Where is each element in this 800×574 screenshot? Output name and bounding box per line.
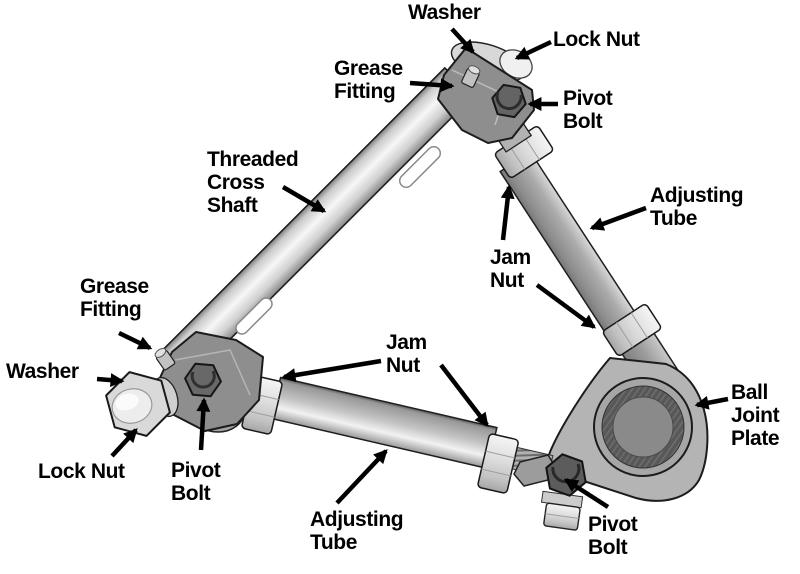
arrow-to-pivot-bolt-left bbox=[196, 397, 211, 451]
grease-fitting-left bbox=[154, 347, 176, 371]
label-grease-fitting-left: Grease Fitting bbox=[80, 275, 149, 321]
label-washer-left: Washer bbox=[6, 360, 79, 383]
jam-nut-upper-bottom bbox=[602, 304, 662, 356]
lower-left-joint-part bbox=[105, 331, 264, 437]
lower-right-pivot-bolt-part bbox=[513, 453, 587, 531]
ball-joint-plate-part bbox=[547, 330, 709, 502]
arrow-to-jam-nut-bottom-left bbox=[281, 358, 382, 383]
apex-joint-part bbox=[437, 41, 535, 153]
label-adjusting-tube-bottom: Adjusting Tube bbox=[310, 508, 404, 554]
leader-arrows bbox=[96, 27, 729, 509]
label-jam-nut-right: Jam Nut bbox=[490, 246, 531, 292]
arrow-to-washer-top bbox=[450, 27, 475, 54]
arrow-to-lock-nut-left bbox=[110, 428, 138, 458]
arrow-to-jam-nut-right-lower bbox=[535, 283, 597, 329]
label-pivot-bolt-left: Pivot Bolt bbox=[171, 459, 221, 505]
arrow-to-jam-nut-right-upper bbox=[500, 184, 515, 241]
arrow-to-grease-fitting-top bbox=[409, 78, 455, 93]
nut-bottom bbox=[543, 502, 581, 531]
arrow-to-jam-nut-bottom-right bbox=[439, 363, 489, 427]
ring-bore bbox=[612, 396, 674, 458]
arrow-to-grease-fitting-left bbox=[118, 330, 153, 351]
label-jam-nut-bottom: Jam Nut bbox=[386, 331, 427, 377]
label-lock-nut-left: Lock Nut bbox=[38, 460, 125, 483]
cross-shaft-slot bbox=[398, 145, 442, 189]
arrow-to-cross-shaft bbox=[281, 185, 327, 213]
label-adjusting-tube-right: Adjusting Tube bbox=[650, 184, 744, 230]
arrow-to-pivot-bolt-bottom bbox=[563, 478, 610, 509]
label-pivot-bolt-bottom: Pivot Bolt bbox=[588, 513, 638, 559]
arrow-to-lock-nut-top bbox=[514, 39, 552, 61]
label-pivot-bolt-top: Pivot Bolt bbox=[563, 87, 613, 133]
arrow-to-adjusting-tube-right bbox=[589, 205, 647, 231]
arrow-to-ball-joint-plate bbox=[694, 395, 729, 410]
label-threaded-cross-shaft: Threaded Cross Shaft bbox=[207, 148, 299, 217]
jam-nut-lower-right bbox=[477, 433, 519, 494]
arrow-to-adjusting-tube-bottom bbox=[335, 449, 388, 505]
label-grease-fitting-top: Grease Fitting bbox=[334, 57, 403, 103]
cross-shaft-slot bbox=[235, 297, 273, 335]
grease-fitting-top bbox=[461, 65, 481, 88]
label-washer-top: Washer bbox=[408, 1, 481, 24]
pivot-bolt-top-head bbox=[491, 83, 527, 119]
label-lock-nut-top: Lock Nut bbox=[553, 28, 640, 51]
label-ball-joint-plate: Ball Joint Plate bbox=[731, 381, 780, 450]
arrow-to-washer-left bbox=[96, 373, 125, 388]
